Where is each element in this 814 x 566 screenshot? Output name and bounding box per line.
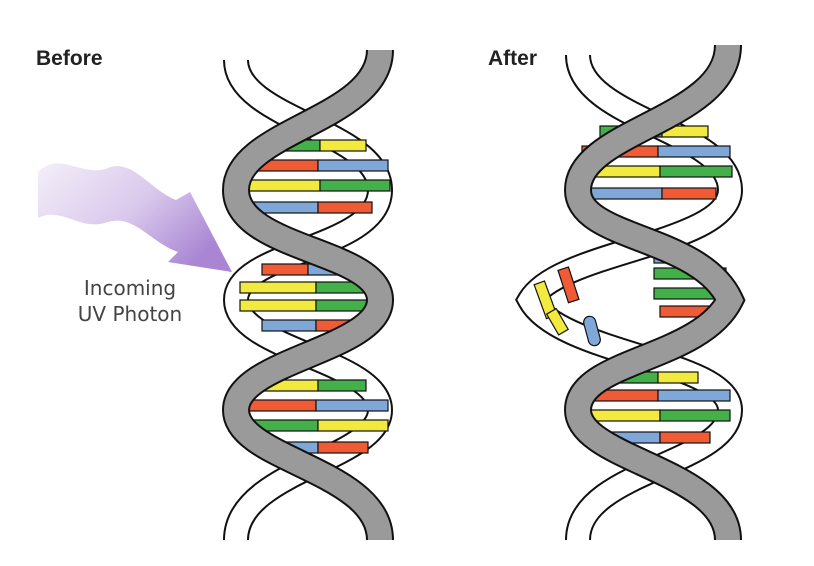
thymine-dimer-base	[545, 307, 570, 336]
photon-arrow-icon	[38, 163, 232, 272]
displaced-base-red	[557, 266, 580, 304]
dna-helix-before	[221, 48, 395, 542]
displaced-base-blue	[583, 315, 601, 347]
dna-helix-after	[515, 43, 746, 542]
before-label: Before	[36, 47, 103, 70]
photon-caption: Incoming UV Photon	[60, 275, 200, 327]
photon-caption-line2: UV Photon	[77, 302, 183, 326]
after-label: After	[488, 47, 538, 70]
photon-caption-line1: Incoming	[83, 276, 177, 300]
